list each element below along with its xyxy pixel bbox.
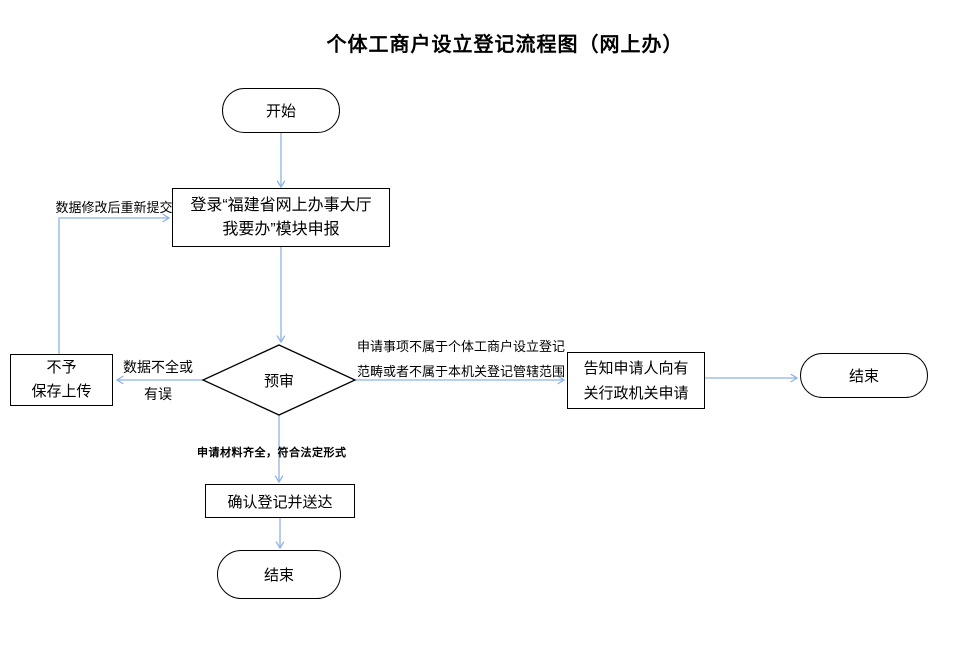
connector-reject-to-login: [58, 218, 169, 354]
node-end-bottom: 结束: [217, 550, 341, 599]
node-end-bottom-label: 结束: [263, 567, 294, 584]
node-start: 开始: [222, 88, 340, 133]
node-inform-line1: 告知申请人向有: [583, 359, 689, 377]
node-reject-line2: 保存上传: [31, 383, 92, 400]
edge-label-out-of-scope-line1: 申请事项不属于个体工商户设立登记: [357, 339, 566, 354]
edge-label-incomplete-line1: 数据不全或: [123, 359, 193, 375]
edge-label-incomplete-line2: 有误: [144, 386, 172, 402]
node-pre-review-label: 预审: [263, 372, 294, 390]
node-end-right: 结束: [800, 353, 928, 398]
node-end-right-label: 结束: [848, 368, 879, 385]
node-start-label: 开始: [265, 103, 296, 120]
node-pre-review: 预审: [203, 345, 355, 415]
node-inform-line2: 关行政机关申请: [583, 384, 689, 402]
edge-label-materials-ok: 申请材料齐全，符合法定形式: [197, 447, 347, 459]
edge-label-resubmit: 数据修改后重新提交: [55, 200, 173, 215]
node-login-declare: 登录“福建省网上办事大厅 我要办”模块申报: [172, 188, 390, 247]
decision-diamond-shape: [201, 344, 357, 416]
page-title: 个体工商户设立登记流程图（网上办）: [326, 34, 684, 56]
node-confirm-register: 确认登记并送达: [205, 484, 355, 518]
edge-label-out-of-scope-line2: 范畴或者不属于本机关登记管辖范围: [357, 364, 566, 379]
node-inform-applicant: 告知申请人向有 关行政机关申请: [567, 352, 705, 409]
node-confirm-label: 确认登记并送达: [227, 493, 333, 511]
node-login-line1: 登录“福建省网上办事大厅: [190, 196, 372, 214]
node-reject-save: 不予 保存上传: [10, 354, 113, 406]
node-reject-line1: 不予: [46, 359, 77, 376]
node-login-line2: 我要办”模块申报: [222, 220, 340, 238]
